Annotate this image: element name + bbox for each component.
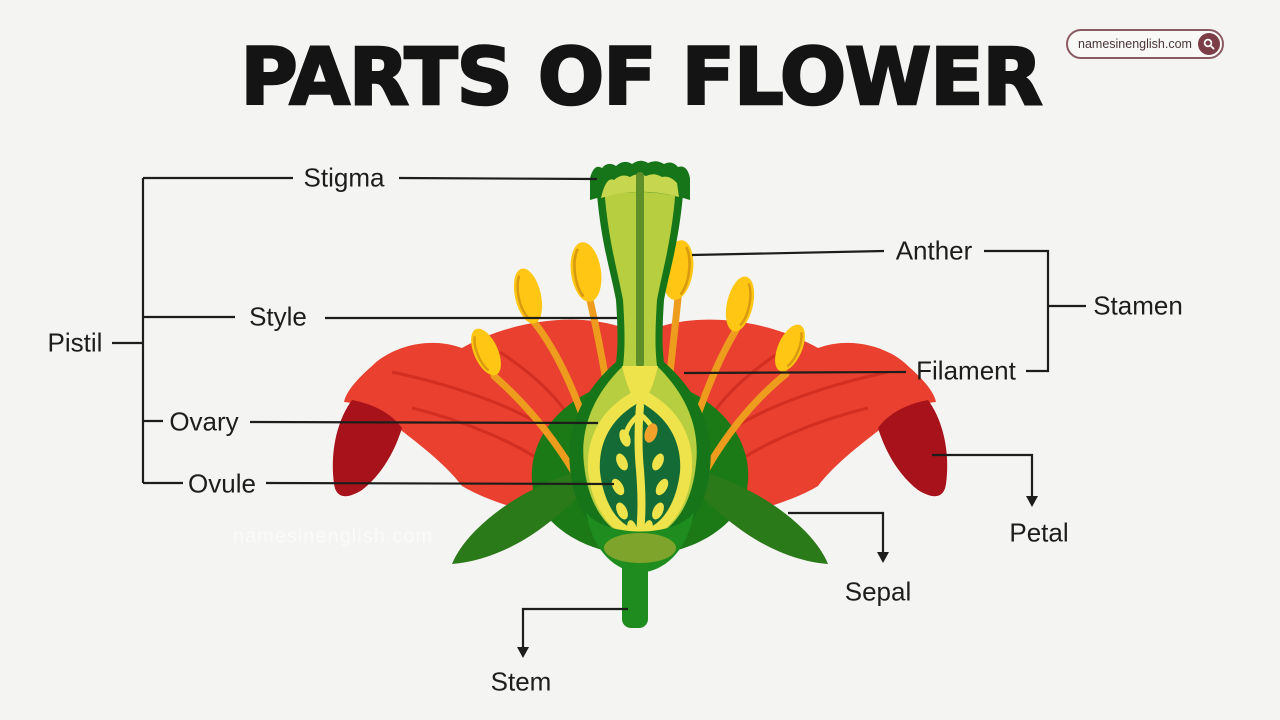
- ovule-shapes: [611, 402, 669, 540]
- label-stigma: Stigma: [303, 162, 385, 193]
- watermark-text: namesinenglish.com: [232, 525, 434, 548]
- site-badge: namesinenglish.com: [1066, 29, 1224, 59]
- petal-arrow-line: [932, 453, 1034, 498]
- receptacle-shape: [586, 512, 694, 572]
- label-pistil: Pistil: [47, 327, 103, 358]
- petal-arrowhead: [1026, 496, 1038, 507]
- stem-arrow-line: [521, 607, 628, 649]
- label-stem: Stem: [490, 666, 552, 697]
- anther-bracket-line: [984, 249, 1050, 373]
- label-petal: Petal: [1009, 517, 1069, 548]
- label-style: Style: [249, 301, 307, 332]
- label-filament: Filament: [916, 355, 1016, 386]
- sepal-left-shape: [452, 468, 592, 564]
- sepal-arrow-line: [788, 511, 885, 554]
- label-sepal: Sepal: [844, 576, 912, 607]
- ovary-line-right: [249, 420, 599, 425]
- highlighted-ovule: [644, 423, 658, 443]
- anther-line: [691, 249, 885, 257]
- label-anther: Anther: [895, 235, 973, 266]
- label-stamen: Stamen: [1093, 290, 1183, 321]
- sepal-right-shape: [688, 468, 828, 564]
- pistil-shape: [569, 160, 711, 550]
- anther-shapes: [471, 240, 805, 376]
- site-badge-text: namesinenglish.com: [1078, 37, 1192, 51]
- filament-line: [683, 370, 907, 375]
- stem-arrowhead: [517, 647, 529, 658]
- search-icon: [1197, 33, 1220, 55]
- page-title: PARTS OF FLOWER: [239, 32, 1044, 125]
- ovule-line-right: [265, 481, 615, 486]
- label-ovule: Ovule: [188, 468, 256, 499]
- sepal-arrowhead: [877, 552, 889, 563]
- label-ovary: Ovary: [169, 406, 239, 437]
- stigma-line-right: [398, 176, 598, 181]
